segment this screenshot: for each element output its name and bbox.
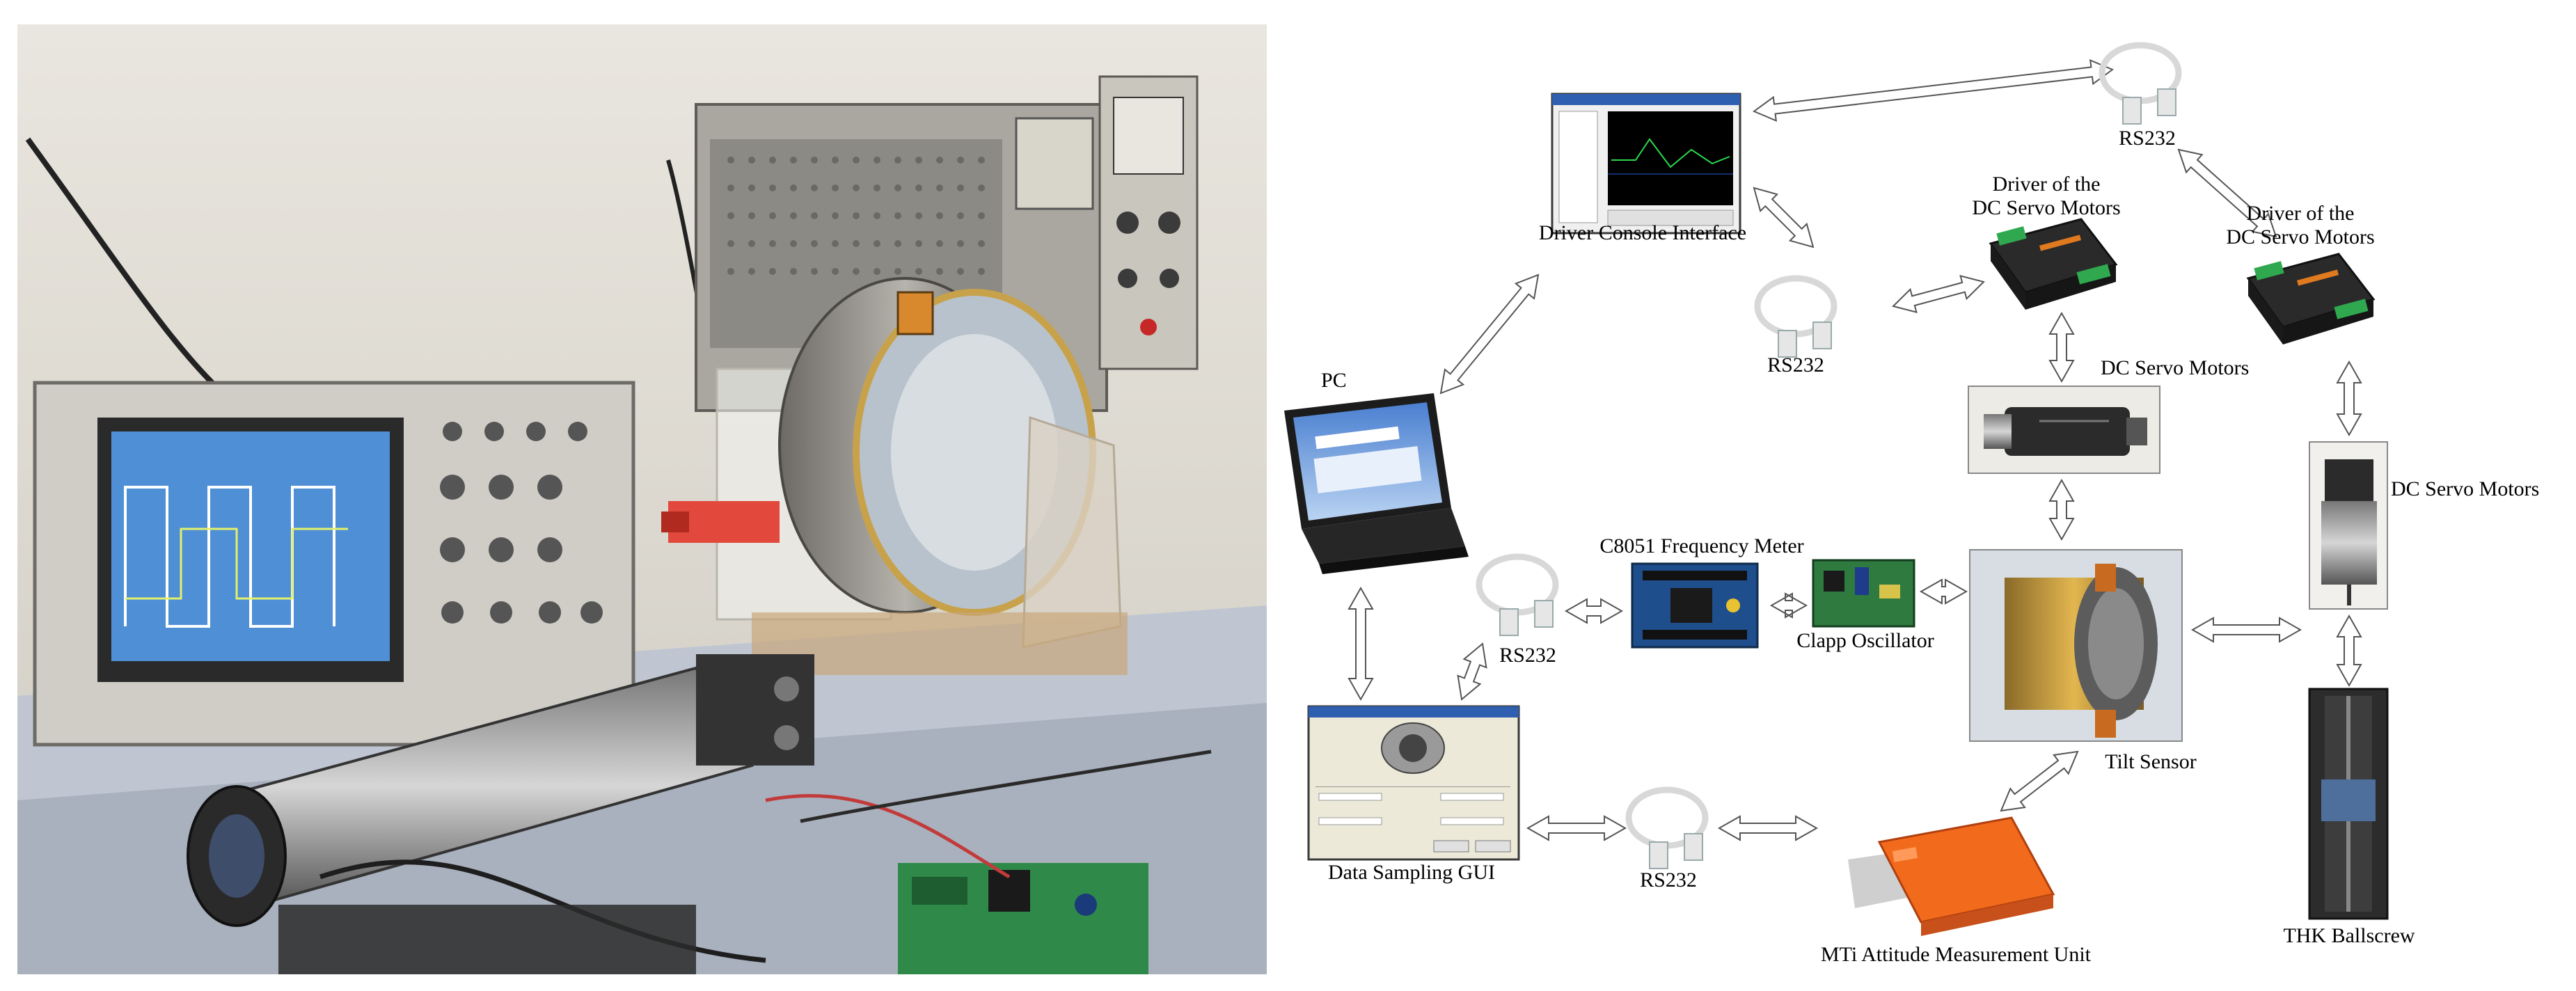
rs232-cable-bottom bbox=[1625, 786, 1709, 869]
arrow-servo2-to-ballscrew bbox=[2336, 614, 2362, 688]
servo-driver-2 bbox=[2246, 253, 2376, 344]
arrow-console-to-rs232-top bbox=[1752, 59, 2115, 122]
arrow-rs232-left-to-c8051 bbox=[1564, 598, 1624, 624]
arrow-driver1-to-servo1 bbox=[2048, 311, 2075, 383]
arrow-clapp-to-tilt bbox=[1919, 578, 1968, 605]
label-clapp-oscillator: Clapp Oscillator bbox=[1796, 629, 1934, 652]
label-pc: PC bbox=[1321, 369, 1347, 392]
arrow-pc-to-gui bbox=[1348, 586, 1374, 701]
tilt-test-rig bbox=[661, 277, 1128, 675]
oscilloscope bbox=[33, 381, 635, 747]
label-driver-console-interface: Driver Console Interface bbox=[1538, 221, 1747, 244]
data-sampling-gui-window bbox=[1307, 705, 1520, 861]
arrow-gui-to-rs232-bottom bbox=[1526, 815, 1627, 841]
tilt-sensor-photo bbox=[1969, 549, 2183, 742]
connection-arrows bbox=[1348, 59, 2362, 841]
c8051-board bbox=[1631, 562, 1759, 649]
arrow-servo1-to-tilt bbox=[2048, 478, 2075, 541]
label-tilt-sensor: Tilt Sensor bbox=[2105, 750, 2197, 773]
label-rs232-mid: RS232 bbox=[1767, 354, 1824, 376]
foreground-servo-motor bbox=[187, 654, 814, 927]
arrow-rs232-mid-to-driver1 bbox=[1892, 275, 1985, 313]
arrow-rs232-top-to-driver2 bbox=[2177, 148, 2277, 238]
thk-ballscrew-photo bbox=[2308, 688, 2389, 920]
label-thk-ballscrew: THK Ballscrew bbox=[2283, 924, 2415, 947]
mti-attitude-unit bbox=[1848, 816, 2055, 936]
dc-servo-motor-1-photo bbox=[1968, 386, 2160, 474]
label-rs232-left: RS232 bbox=[1499, 644, 1556, 667]
arrow-rs232-left-to-gui bbox=[1457, 642, 1487, 701]
lab-setup-photo bbox=[17, 24, 1267, 974]
arrow-mti-to-tilt bbox=[2000, 750, 2079, 812]
label-mti-attitude-measurement-unit: MTi Attitude Measurement Unit bbox=[1820, 943, 2092, 966]
dc-servo-motor-2-photo bbox=[2309, 441, 2388, 610]
clapp-oscillator-board bbox=[1812, 559, 1915, 628]
rs232-cable-left bbox=[1476, 553, 1559, 636]
label-data-sampling-gui: Data Sampling GUI bbox=[1328, 861, 1495, 884]
label-rs232-top: RS232 bbox=[2119, 127, 2176, 150]
arrow-rs232-bottom-to-mti bbox=[1717, 815, 1819, 841]
pc-laptop bbox=[1284, 393, 1469, 574]
driver-console-window bbox=[1551, 93, 1741, 235]
label-driver-of-servo-motors-2: Driver of the DC Servo Motors bbox=[2226, 202, 2375, 248]
rs232-cable-top bbox=[2099, 42, 2182, 125]
label-dc-servo-motors-2: DC Servo Motors bbox=[2391, 477, 2540, 500]
arrow-driver2-to-servo2 bbox=[2336, 360, 2362, 437]
label-c8051-frequency-meter: C8051 Frequency Meter bbox=[1599, 534, 1804, 557]
arrow-c8051-to-clapp bbox=[1769, 592, 1808, 619]
label-dc-servo-motors-1: DC Servo Motors bbox=[2101, 356, 2250, 379]
foreground-driver-board bbox=[898, 863, 1148, 974]
arrow-tilt-to-servo2 bbox=[2190, 617, 2302, 643]
label-driver-of-servo-motors-1: Driver of the DC Servo Motors bbox=[1972, 173, 2121, 219]
label-rs232-bottom: RS232 bbox=[1640, 869, 1697, 891]
rs232-cable-mid bbox=[1754, 275, 1838, 358]
servo-driver-1 bbox=[1989, 218, 2118, 310]
arrow-pc-to-console bbox=[1439, 273, 1540, 395]
arrow-console-to-rs232-mid bbox=[1753, 187, 1815, 248]
